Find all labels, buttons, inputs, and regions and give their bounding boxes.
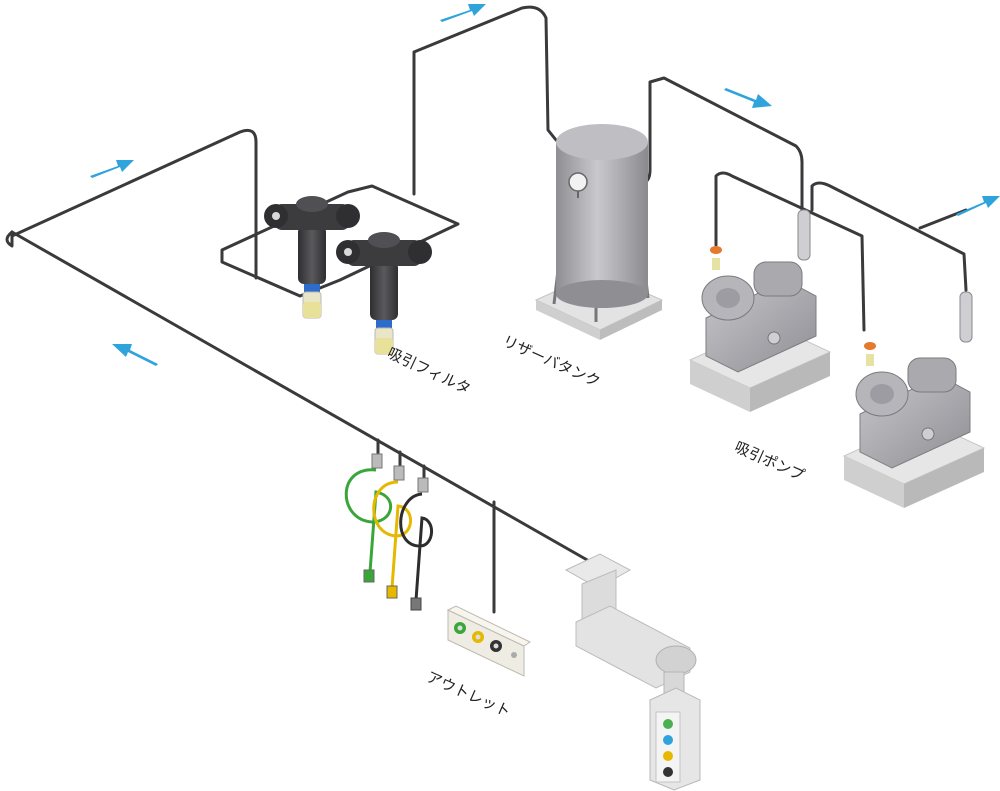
ceiling-pendant-icon: [564, 553, 701, 791]
return-pipe-left: [5, 128, 258, 280]
hose-icon: [344, 453, 433, 611]
flow-arrow-icon: [440, 4, 486, 22]
flow-arrows: [90, 4, 1000, 366]
exhaust-pipe: [918, 208, 968, 230]
pump1-branch-pipe: [714, 171, 866, 332]
flow-arrow-icon: [90, 160, 134, 178]
pump2-branch-pipe: [810, 181, 968, 292]
wall-outlet-icon: [446, 605, 532, 677]
flow-arrow-icon: [956, 196, 1000, 216]
flow-arrow-icon: [724, 88, 772, 108]
reservoir-tank-icon: [534, 124, 664, 340]
flow-arrow-icon: [112, 344, 158, 366]
filter-to-tank-pipe: [412, 5, 558, 196]
pipe-network: [5, 5, 968, 614]
suction-pump-icon: [688, 209, 986, 508]
suction-filter-icon: [264, 196, 432, 355]
